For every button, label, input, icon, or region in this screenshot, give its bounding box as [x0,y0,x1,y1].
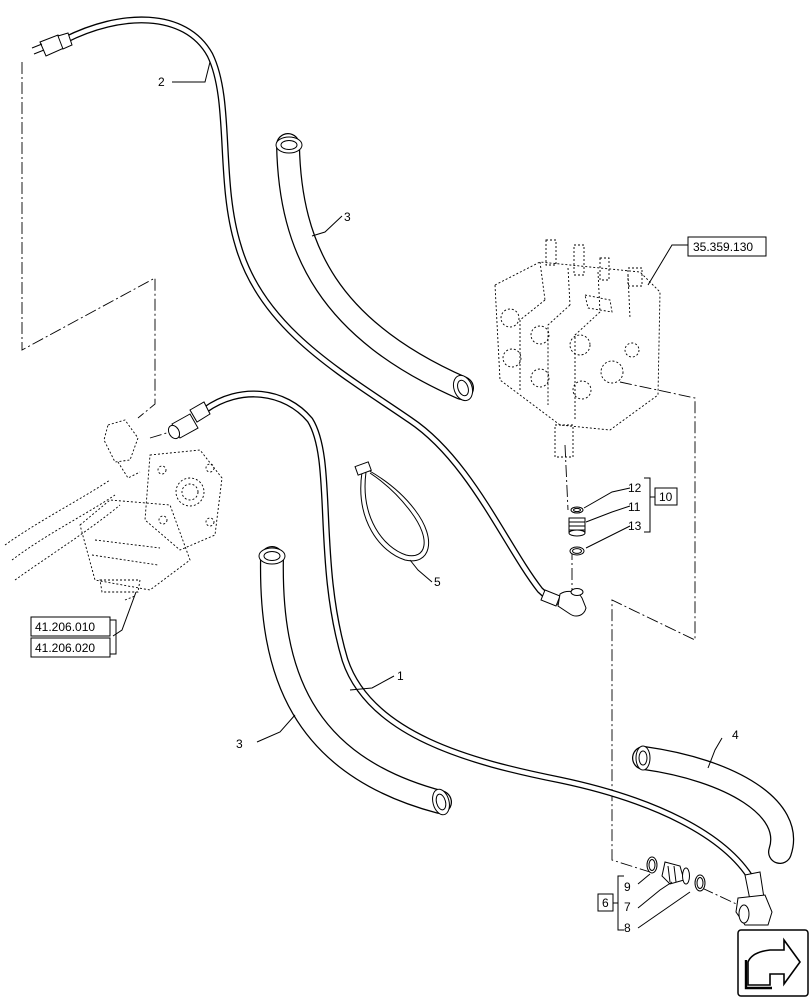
callout-5: 5 [434,575,441,589]
hose-2-fitting-right [540,588,587,617]
hose-2-fitting-left [31,32,73,57]
callout-9: 9 [624,880,631,894]
hydraulic-motor [4,419,223,601]
callout-7: 7 [624,900,631,914]
reference-boxes[interactable]: 35.359.130 41.206.010 41.206.020 [30,236,767,658]
ref-motor-2-text: 41.206.020 [35,641,95,655]
ref-valve-text: 35.359.130 [693,240,753,254]
callout-13: 13 [628,519,642,533]
hose-1-fitting-right [735,871,773,926]
fitting-parts-upper [568,506,586,556]
callout-10-box: 10 [654,487,678,506]
callout-10: 10 [659,490,673,504]
callout-1: 1 [397,669,404,683]
callout-2: 2 [158,75,165,89]
callout-8: 8 [624,921,631,935]
callouts: 1 2 3 3 4 5 12 11 13 9 7 8 [158,75,739,935]
callout-3-upper: 3 [344,210,351,224]
callout-3-lower: 3 [236,737,243,751]
hose-3-lower [258,546,452,816]
callout-6-box: 6 [597,893,614,912]
callout-11: 11 [628,500,641,514]
hose-1 [167,390,773,926]
callout-6: 6 [602,896,609,910]
next-page-arrow-icon[interactable] [737,929,809,997]
leader-lines [112,61,723,929]
callout-4: 4 [732,728,739,742]
fitting-parts-lower [646,856,706,892]
ref-box-valve[interactable]: 35.359.130 [687,236,767,257]
boxed-callouts: 10 6 [597,487,678,912]
ref-box-motor-2[interactable]: 41.206.020 [30,637,111,658]
hose-2 [31,16,587,617]
alignment-lines [21,62,746,909]
hose-4 [632,745,794,864]
hose-1-fitting-left [167,401,211,440]
brackets [613,477,655,931]
ref-box-motor-1[interactable]: 41.206.010 [30,616,111,637]
callout-12: 12 [628,481,642,495]
cable-tie [354,461,430,562]
ref-motor-1-text: 41.206.010 [35,620,95,634]
hose-3-upper [275,133,474,402]
control-valve [494,239,661,458]
